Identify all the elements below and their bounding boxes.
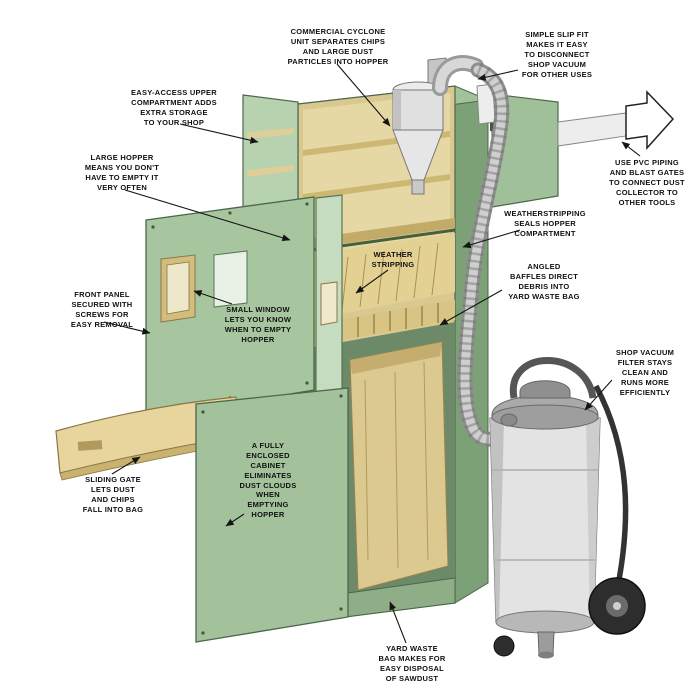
callout-front-panel: FRONT PANEL SECURED WITH SCREWS FOR EASY… [70, 290, 134, 329]
cyclone-unit [392, 57, 447, 195]
caster-wheel [493, 635, 515, 657]
callout-sliding-gate: SLIDING GATE LETS DUST AND CHIPS FALL IN… [82, 475, 144, 514]
callout-weather-stripping: WEATHER STRIPPING [371, 250, 415, 269]
callout-slip-fit: SIMPLE SLIP FIT MAKES IT EASY TO DISCONN… [521, 30, 593, 79]
hose-inlet [500, 413, 518, 427]
callout-pvc-piping: USE PVC PIPING AND BLAST GATES TO CONNEC… [609, 158, 685, 207]
callout-shop-vacuum: SHOP VACUUM FILTER STAYS CLEAN AND RUNS … [615, 348, 675, 397]
pvc-pipe [557, 90, 675, 150]
slip-fit-elbow [432, 55, 496, 125]
hopper-window [160, 254, 196, 323]
flow-arrow [625, 90, 675, 150]
callout-upper-compartment: EASY-ACCESS UPPER COMPARTMENT ADDS EXTRA… [131, 88, 217, 127]
callout-large-hopper: LARGE HOPPER MEANS YOU DON'T HAVE TO EMP… [84, 153, 160, 192]
motor-cap [519, 380, 571, 399]
leader-lines [103, 63, 641, 644]
callout-yard-waste-bag: YARD WASTE BAG MAKES FOR EASY DISPOSAL O… [378, 644, 446, 683]
callout-weatherstripping-seals: WEATHERSTRIPPING SEALS HOPPER COMPARTMEN… [504, 209, 586, 238]
vacuum-hose [457, 62, 519, 447]
callout-enclosed-cabinet: A FULLY ENCLOSED CABINET ELIMINATES DUST… [239, 441, 297, 520]
drain-spigot [537, 631, 555, 655]
cart-handle [593, 384, 629, 601]
lid-handle [509, 357, 597, 399]
callout-angled-baffles: ANGLED BAFFLES DIRECT DEBRIS INTO YARD W… [508, 262, 580, 301]
yard-waste-bag [349, 341, 449, 591]
callout-small-window: SMALL WINDOW LETS YOU KNOW WHEN TO EMPTY… [224, 305, 292, 344]
shop-vacuum [489, 357, 646, 659]
front-panel [145, 196, 315, 419]
callout-cyclone-unit: COMMERCIAL CYCLONE UNIT SEPARATES CHIPS … [287, 27, 389, 66]
lower-door [195, 387, 349, 643]
